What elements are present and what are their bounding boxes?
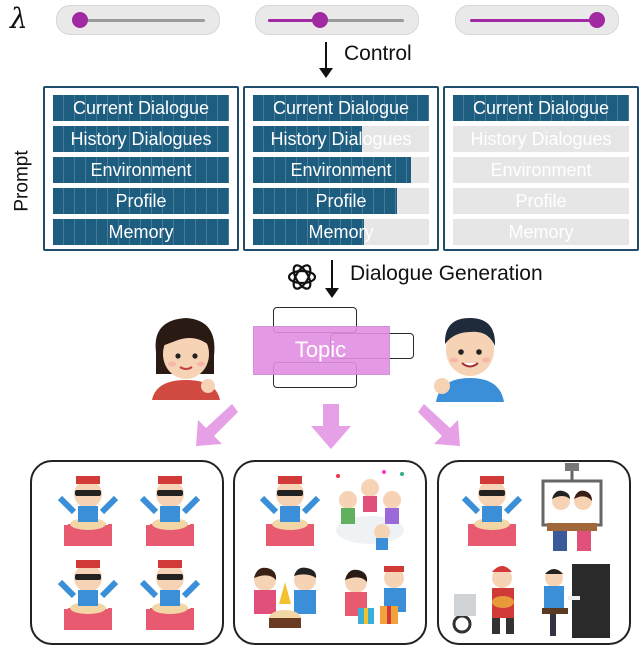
ski-lift-couple-icon — [541, 463, 603, 551]
row-fill — [53, 157, 229, 183]
prompt-row: Memory — [53, 219, 229, 245]
row-fill — [53, 95, 229, 121]
row-label: Profile — [515, 191, 567, 211]
prompt-row: Profile — [453, 188, 629, 214]
slider-track-line — [268, 19, 404, 22]
prompt-row: Current Dialogue — [453, 95, 629, 121]
control-label: Control — [344, 42, 412, 65]
row-fill — [253, 126, 363, 152]
row-fill — [253, 95, 429, 121]
birthday-boy-icon — [461, 476, 523, 546]
control-arrow-icon — [319, 42, 333, 78]
lambda-symbol: λ — [10, 2, 28, 35]
birthday-boy-icon — [139, 560, 201, 630]
piano-player-icon — [542, 564, 610, 638]
prompt-panel-full: Current Dialogue History Dialogues Envir… — [43, 86, 239, 251]
prompt-row: Environment — [253, 157, 429, 183]
birthday-boy-icon — [57, 476, 119, 546]
slider-knob[interactable] — [312, 12, 328, 28]
row-label: Memory — [308, 222, 374, 242]
pink-arrow-left-icon — [196, 404, 238, 446]
row-label: Current Dialogue — [72, 98, 210, 118]
row-label: Profile — [315, 191, 367, 211]
row-label: Environment — [490, 160, 592, 180]
row-fill — [453, 95, 629, 121]
generation-arrow-icon — [325, 260, 339, 298]
pink-arrow-down-icon — [311, 404, 351, 449]
row-label: History Dialogues — [70, 129, 212, 149]
row-label: Profile — [115, 191, 167, 211]
prompt-row: Memory — [453, 219, 629, 245]
row-label: Memory — [508, 222, 574, 242]
prompt-panel-partial: Current Dialogue History Dialogues Envir… — [243, 86, 439, 251]
pizza-delivery-icon — [452, 566, 514, 634]
couple-cake-icon — [254, 567, 317, 628]
woman-avatar-icon — [152, 318, 220, 400]
row-fill — [253, 219, 364, 245]
row-fill — [253, 157, 412, 183]
row-fill — [53, 219, 229, 245]
prompt-row: Profile — [53, 188, 229, 214]
slider-track-line — [75, 19, 205, 22]
slider-low[interactable] — [56, 5, 220, 35]
row-label: Environment — [290, 160, 392, 180]
slider-fill — [470, 19, 600, 22]
prompt-row: History Dialogues — [453, 126, 629, 152]
prompt-row: Memory — [253, 219, 429, 245]
prompt-row: Current Dialogue — [253, 95, 429, 121]
row-fill — [53, 188, 229, 214]
birthday-boy-icon — [259, 476, 321, 546]
slider-mid[interactable] — [255, 5, 419, 35]
prompt-row: History Dialogues — [253, 126, 429, 152]
birthday-boy-icon — [139, 476, 201, 546]
prompt-row: Profile — [253, 188, 429, 214]
party-group-icon — [336, 470, 404, 550]
topic-box — [253, 326, 390, 375]
pink-arrow-right-icon — [418, 404, 460, 446]
row-label: Current Dialogue — [272, 98, 410, 118]
row-label: Environment — [90, 160, 192, 180]
slider-knob[interactable] — [72, 12, 88, 28]
prompt-panel-minimal: Current Dialogue History Dialogues Envir… — [443, 86, 639, 251]
row-label: History Dialogues — [470, 129, 612, 149]
row-label: History Dialogues — [270, 129, 412, 149]
gift-exchange-icon — [345, 566, 406, 624]
row-fill — [53, 126, 229, 152]
prompt-row: Environment — [453, 157, 629, 183]
generation-label: Dialogue Generation — [350, 262, 543, 285]
slider-fill — [268, 19, 326, 22]
slider-high[interactable] — [455, 5, 619, 35]
prompt-row: Environment — [53, 157, 229, 183]
prompt-label: Prompt — [11, 150, 33, 212]
slider-knob[interactable] — [589, 12, 605, 28]
topic-label: Topic — [294, 337, 347, 362]
openai-logo-icon — [287, 264, 317, 290]
row-fill — [253, 188, 398, 214]
man-avatar-icon — [434, 318, 504, 402]
row-label: Memory — [108, 222, 174, 242]
birthday-boy-icon — [57, 560, 119, 630]
prompt-row: History Dialogues — [53, 126, 229, 152]
prompt-row: Current Dialogue — [53, 95, 229, 121]
row-label: Current Dialogue — [472, 98, 610, 118]
